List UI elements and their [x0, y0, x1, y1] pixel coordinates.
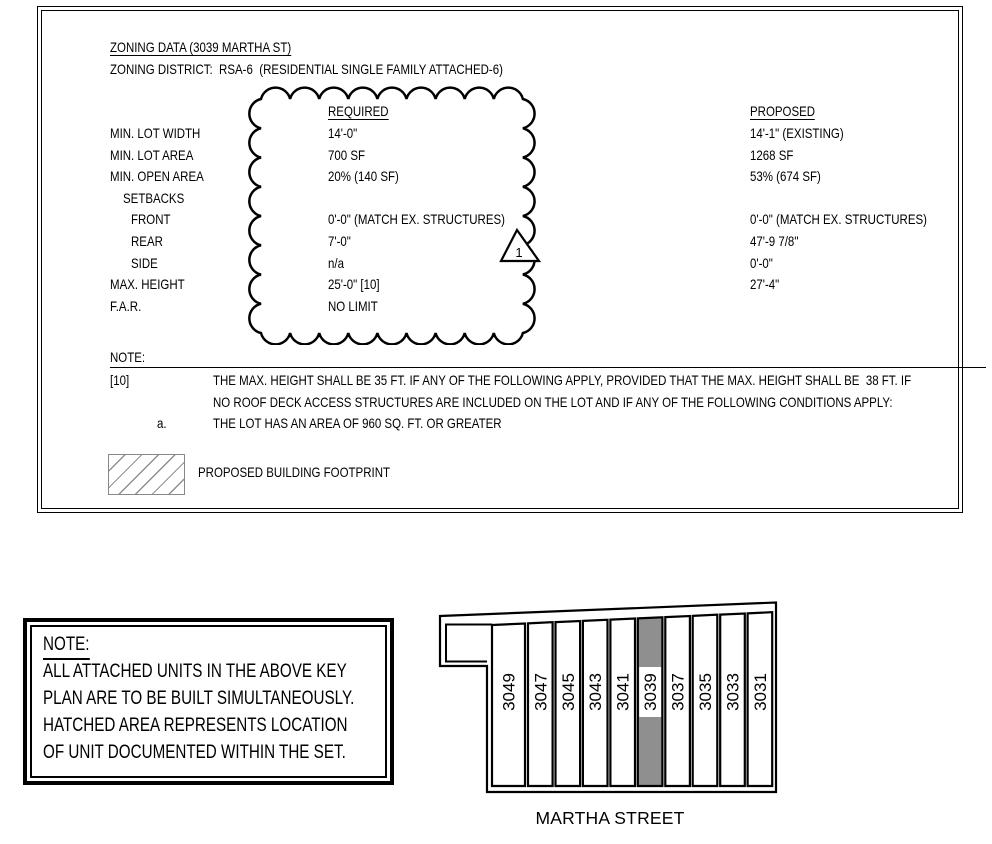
row-label: SETBACKS	[123, 190, 185, 206]
table-row: MIN. LOT WIDTH 14'-0" 14'-1" (EXISTING)	[38, 125, 962, 145]
table-row: REAR 7'-0" 47'-9 7/8"	[38, 233, 962, 253]
row-required-value: 20% (140 SF)	[328, 168, 399, 184]
row-label: MAX. HEIGHT	[110, 276, 185, 292]
row-proposed-value: 0'-0"	[750, 255, 773, 271]
row-label: REAR	[131, 233, 163, 249]
lot-strip-3047	[526, 621, 554, 788]
proposed-column-header: PROPOSED	[750, 103, 816, 120]
key-plan: 3049 3047 3045 3043 3041 3039 3037 3035 …	[438, 601, 778, 794]
row-required-value: NO LIMIT	[328, 298, 378, 314]
revision-number: 1	[515, 245, 522, 260]
lot-number: 3049	[500, 673, 519, 711]
revision-triangle	[499, 227, 542, 263]
row-label: MIN. LOT AREA	[110, 147, 194, 163]
note-line-2: NO ROOF DECK ACCESS STRUCTURES ARE INCLU…	[213, 394, 893, 410]
row-required-value: 0'-0" (MATCH EX. STRUCTURES)	[328, 211, 505, 227]
lot-strip-3049	[490, 622, 527, 788]
legend-label: PROPOSED BUILDING FOOTPRINT	[198, 464, 390, 480]
lot-number: 3043	[586, 673, 605, 711]
lot-number: 3033	[724, 673, 743, 711]
row-required-value: 700 SF	[328, 147, 366, 163]
zoning-data-box: ZONING DATA (3039 MARTHA ST) ZONING DIST…	[37, 6, 986, 513]
lot-number: 3035	[696, 673, 715, 711]
lot-strip-3037	[664, 614, 691, 788]
key-plan-note-line: OF UNIT DOCUMENTED WITHIN THE SET.	[43, 741, 346, 763]
lot-strip-3041	[609, 617, 637, 788]
lot-strip-3045	[554, 619, 582, 788]
row-proposed-value: 47'-9 7/8"	[750, 233, 799, 249]
table-row: FRONT 0'-0" (MATCH EX. STRUCTURES) 0'-0"…	[38, 211, 962, 231]
page-title: ZONING DATA (3039 MARTHA ST)	[110, 39, 292, 56]
row-proposed-value: 0'-0" (MATCH EX. STRUCTURES)	[750, 211, 927, 227]
key-plan-note-line: ALL ATTACHED UNITS IN THE ABOVE KEY	[43, 660, 347, 682]
row-required-value: 14'-0"	[328, 125, 358, 141]
note-item-a-label: a.	[157, 415, 167, 431]
required-column-header: REQUIRED	[328, 103, 389, 120]
row-label: F.A.R.	[110, 298, 142, 314]
table-row: F.A.R. NO LIMIT	[38, 298, 962, 318]
lot-number: 3031	[751, 673, 770, 711]
row-label: MIN. LOT WIDTH	[110, 125, 201, 141]
lot-strip-3035	[691, 613, 719, 788]
street-label: MARTHA STREET	[535, 808, 685, 828]
lot-number: 3045	[559, 673, 578, 711]
note-item-a-text: THE LOT HAS AN AREA OF 960 SQ. FT. OR GR…	[213, 415, 502, 431]
key-plan-note-line: HATCHED AREA REPRESENTS LOCATION	[43, 714, 348, 736]
row-proposed-value: 53% (674 SF)	[750, 168, 821, 184]
table-row: MIN. OPEN AREA 20% (140 SF) 53% (674 SF)	[38, 168, 962, 188]
row-proposed-value: 1268 SF	[750, 147, 794, 163]
revision-cloud: 1	[248, 86, 542, 345]
lot-number: 3047	[531, 673, 550, 711]
lot-number-highlighted: 3039	[641, 673, 660, 711]
key-plan-note-heading: NOTE:	[43, 631, 377, 660]
cloud-outline	[248, 86, 536, 345]
table-row: MAX. HEIGHT 25'-0" [10] 27'-4"	[38, 276, 962, 296]
note-divider-line	[110, 367, 986, 368]
lot-strip-3033	[719, 612, 746, 788]
table-row: SETBACKS	[38, 190, 962, 210]
lot-3039-label-band	[639, 667, 662, 717]
row-proposed-value: 27'-4"	[750, 276, 780, 292]
key-plan-note-line: PLAN ARE TO BE BUILT SIMULTANEOUSLY.	[43, 687, 355, 709]
hatch-swatch	[108, 454, 185, 495]
key-plan-note-box: NOTE: ALL ATTACHED UNITS IN THE ABOVE KE…	[23, 618, 394, 785]
note-ref: [10]	[110, 372, 130, 388]
row-required-value: 25'-0" [10]	[328, 276, 380, 292]
row-label: MIN. OPEN AREA	[110, 168, 204, 184]
row-proposed-value: 14'-1" (EXISTING)	[750, 125, 844, 141]
row-label: SIDE	[131, 255, 158, 271]
lot-number: 3037	[669, 673, 688, 711]
row-required-value: n/a	[328, 255, 344, 271]
zoning-district-line: ZONING DISTRICT: RSA-6 (RESIDENTIAL SING…	[110, 61, 503, 77]
lot-strip-3031	[746, 611, 774, 788]
table-row: MIN. LOT AREA 700 SF 1268 SF	[38, 147, 962, 167]
key-plan-note-inner: NOTE: ALL ATTACHED UNITS IN THE ABOVE KE…	[30, 625, 387, 778]
row-label: FRONT	[131, 211, 171, 227]
note-line-1: THE MAX. HEIGHT SHALL BE 35 FT. IF ANY O…	[213, 372, 912, 388]
key-plan-inner-boundary	[445, 623, 492, 663]
lot-number: 3041	[614, 673, 633, 711]
lot-strip-3043	[581, 618, 609, 788]
row-required-value: 7'-0"	[328, 233, 351, 249]
note-heading: NOTE:	[110, 349, 146, 365]
key-plan-outer-boundary	[438, 601, 778, 794]
table-row: SIDE n/a 0'-0"	[38, 255, 962, 275]
